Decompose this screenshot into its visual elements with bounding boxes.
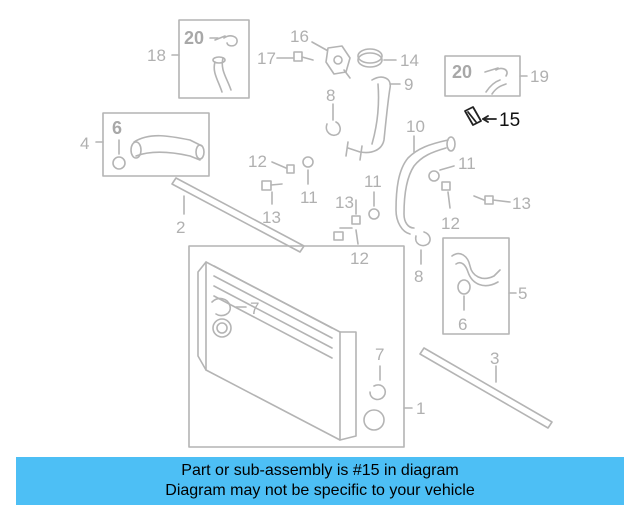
bolts-right-cluster	[428, 165, 511, 209]
intercooler-1	[188, 245, 413, 448]
callout-13-left: 13	[262, 208, 281, 227]
callout-18: 18	[147, 46, 166, 65]
part-15-highlighted	[464, 106, 497, 126]
callout-15: 15	[499, 110, 520, 131]
clip-8-upper	[325, 103, 341, 137]
callout-17: 17	[257, 49, 276, 68]
callout-3: 3	[490, 349, 499, 368]
callout-12-left: 12	[248, 152, 267, 171]
callout-20-right: 20	[452, 62, 472, 82]
callout-6-upper: 6	[112, 118, 122, 138]
callout-11-left: 11	[300, 188, 318, 207]
pipe-10	[395, 135, 456, 235]
callout-11-center: 11	[364, 172, 382, 191]
callout-4: 4	[80, 134, 89, 153]
callout-10: 10	[406, 117, 425, 136]
callout-20-left: 20	[184, 28, 204, 48]
callout-19: 19	[530, 67, 549, 86]
callout-13-center: 13	[335, 193, 354, 212]
banner-line-1: Part or sub-assembly is #15 in diagram	[181, 462, 459, 479]
callout-6-lower: 6	[458, 315, 467, 334]
bolts-left-cluster	[261, 156, 314, 205]
callout-2: 2	[176, 218, 185, 237]
clamp-14	[357, 48, 397, 68]
callout-16: 16	[290, 27, 309, 46]
callout-12-right: 12	[441, 214, 460, 233]
bolts-center-cluster	[333, 191, 380, 245]
banner-line-2: Diagram may not be specific to your vehi…	[165, 482, 475, 499]
parts-box-4	[95, 112, 210, 177]
strip-3	[419, 347, 553, 429]
callout-5: 5	[518, 284, 527, 303]
callout-8-lower: 8	[414, 267, 423, 286]
callout-7-right: 7	[375, 345, 384, 364]
callout-1: 1	[416, 399, 425, 418]
parts-box-19	[444, 55, 528, 97]
callout-11-right: 11	[458, 154, 476, 173]
bolt-17	[276, 51, 314, 62]
pipe-9	[345, 76, 401, 161]
valve-16	[311, 41, 351, 79]
parts-box-5	[442, 237, 517, 335]
callout-14: 14	[400, 51, 419, 70]
info-banner: Part or sub-assembly is #15 in diagram D…	[16, 457, 624, 505]
clip-8-lower	[414, 231, 431, 265]
callout-8-upper: 8	[326, 86, 335, 105]
parts-box-18	[171, 19, 250, 99]
callout-13-right: 13	[512, 194, 531, 213]
callout-9: 9	[404, 75, 413, 94]
callout-12-center: 12	[350, 249, 369, 268]
callout-7-left: 7	[250, 299, 259, 318]
strip-2	[171, 177, 305, 253]
